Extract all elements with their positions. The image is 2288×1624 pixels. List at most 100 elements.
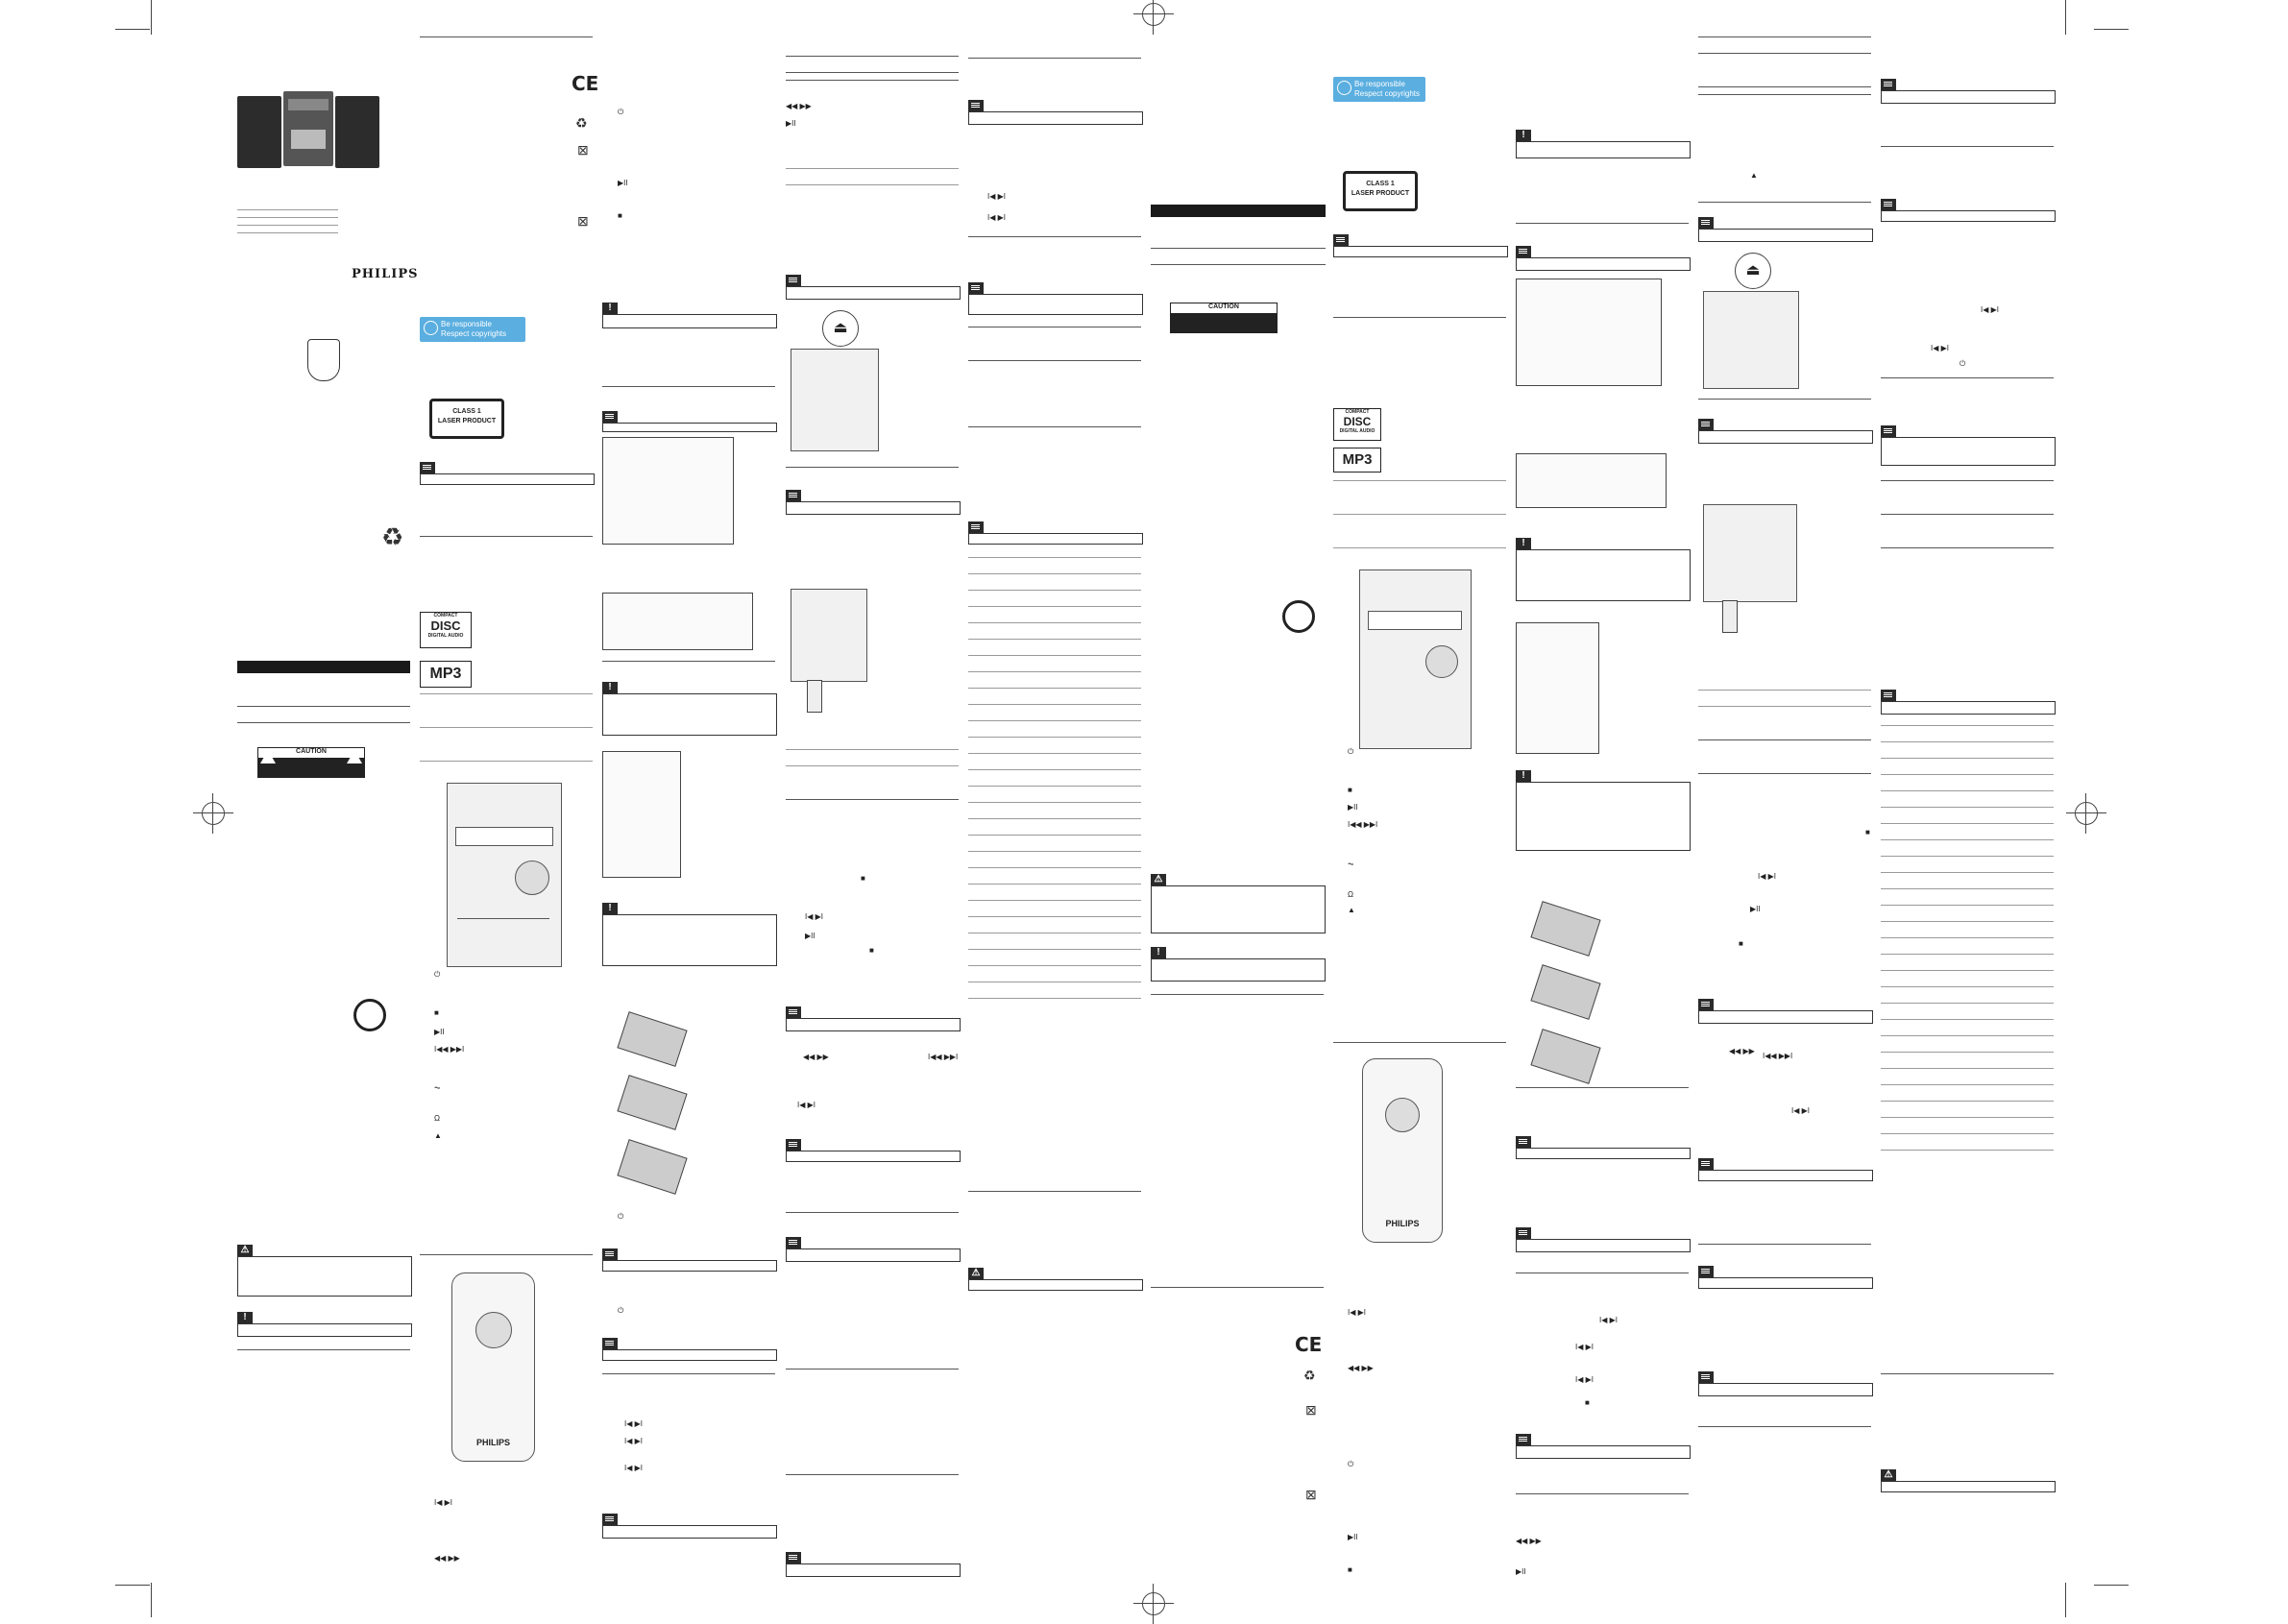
caution-box-p3b <box>602 693 777 736</box>
respect-copyrights-badge: Be responsible Respect copyrights <box>420 317 525 342</box>
caution-triangle-left-icon <box>260 750 276 764</box>
ce-mark-p6: CE <box>1295 1333 1323 1356</box>
play-pause-glyph-p7: ▶II <box>1348 803 1358 812</box>
eject-glyph-p9: ▲ <box>1750 171 1758 180</box>
disc-loading-figure-p9: ⏏ <box>1698 248 1804 392</box>
laser-product-label: CLASS 1 LASER PRODUCT <box>429 399 504 439</box>
headphone-glyph-p7: Ω <box>1348 890 1353 899</box>
note-box-p4e <box>786 1237 961 1262</box>
stop-glyph-p8: ■ <box>1585 1398 1590 1407</box>
disc-logo-top-p7: COMPACT <box>1345 409 1370 415</box>
panel1-rules-a <box>237 706 410 723</box>
recycle-icon: ♻ <box>381 522 404 551</box>
badge-line-1-p7: Be responsible <box>1354 80 1405 88</box>
note-box-p9 <box>1698 217 1873 242</box>
power-glyph-p7b: ⏻ <box>1348 1460 1354 1468</box>
note-box-p10 <box>1881 79 2056 104</box>
section-header-bar <box>237 661 410 673</box>
note-box-p3b <box>602 1248 777 1272</box>
panel2-top-rule <box>420 36 593 37</box>
prev-next-glyph-p7: I◀◀ ▶▶I <box>1348 820 1378 829</box>
play-pause-glyph-p7b: ▶II <box>1348 1533 1358 1541</box>
cover-product-photo <box>237 91 379 170</box>
play-pause-glyph: ▶II <box>434 1028 445 1036</box>
eject-glyph-p7: ▲ <box>1348 906 1355 914</box>
note-box-p4f <box>786 1552 961 1577</box>
note-box-p10b <box>1881 199 2056 222</box>
ce-mark: CE <box>572 72 599 95</box>
usb-connection-figure <box>786 584 867 718</box>
compact-disc-logo-p7: COMPACT DISC DIGITAL AUDIO <box>1333 408 1381 441</box>
power-connection-figure-p8 <box>1516 622 1599 754</box>
rew-ff-glyph-p4b: ◀◀ ▶▶ <box>803 1053 829 1061</box>
philips-shield-logo <box>307 339 340 381</box>
panel10-rule-b <box>1881 377 2054 378</box>
note-box-p9f <box>1698 1371 1873 1396</box>
note-box-p8c <box>1516 1227 1691 1252</box>
prev-next-glyph-p8c: I◀ ▶I <box>1575 1375 1594 1384</box>
prev-next-glyph-p4b: I◀◀ ▶▶I <box>928 1053 959 1061</box>
panel2-rules-b <box>420 693 593 762</box>
stop-glyph-p7: ■ <box>1348 786 1352 794</box>
speaker-connection-figure-p8 <box>1516 279 1662 386</box>
note-box-p5b <box>968 282 1143 315</box>
warning-icon-p5: ⚠ <box>968 1268 984 1279</box>
play-pause-glyph-p8: ▶II <box>1516 1567 1526 1576</box>
crop-mark-br-v <box>2065 1583 2066 1617</box>
caution-icon: ! <box>237 1312 253 1323</box>
panel3-rule-a <box>602 386 775 387</box>
stop-glyph-p4: ■ <box>861 874 865 883</box>
caution-icon-p3c: ! <box>602 903 618 914</box>
panel6-rule-c <box>1151 1287 1324 1288</box>
panel4-rule-e <box>786 1212 959 1213</box>
rew-ff-glyph-p8: ◀◀ ▶▶ <box>1516 1537 1542 1545</box>
warning-box-p10 <box>1881 1481 2056 1492</box>
note-box-p9c <box>1698 999 1873 1024</box>
wire-insertion-figure-p8 <box>1516 453 1667 508</box>
caution-label: CAUTION <box>257 747 365 778</box>
caution-box <box>237 1323 412 1337</box>
warning-icon: ⚠ <box>237 1245 253 1256</box>
panel5-rule-b <box>968 236 1141 237</box>
note-box-p10d <box>1881 690 2056 715</box>
prev-next-glyph-p8: I◀ ▶I <box>1599 1316 1618 1324</box>
laser-label-line-2: LASER PRODUCT <box>437 418 497 424</box>
panel7-rule-a <box>1333 317 1506 318</box>
battery-install-figure-p8 <box>1516 898 1612 1085</box>
panel5-rule-d <box>968 1191 1141 1192</box>
crop-mark-tl-v <box>151 0 152 35</box>
badge-line-2: Respect copyrights <box>441 329 507 338</box>
speaker-connection-figure <box>602 437 734 545</box>
prev-next-glyph-p4: I◀ ▶I <box>805 912 823 921</box>
panel9-rule-c <box>1698 399 1871 400</box>
registration-mark-bottom <box>1133 1584 1174 1624</box>
panel4-rules-b <box>786 168 959 185</box>
stop-glyph: ■ <box>434 1008 439 1017</box>
power-glyph-p3c: ⏻ <box>618 1306 624 1315</box>
caution-label-text: CAUTION <box>257 747 365 759</box>
prev-next-glyph-p9b: I◀◀ ▶▶I <box>1763 1052 1793 1060</box>
recycle-small-icon-p6: ♻ <box>1303 1368 1316 1383</box>
caution-box-p3c <box>602 914 777 966</box>
no-child-warning-icon <box>353 999 386 1031</box>
disc-logo-main: DISC <box>430 618 461 633</box>
note-box-p9d <box>1698 1158 1873 1181</box>
usb-glyph-p7: ⏦ <box>1348 860 1354 868</box>
registration-mark-left <box>193 793 233 834</box>
note-box-p4 <box>786 275 961 300</box>
prev-next-glyph-p4c: I◀ ▶I <box>797 1101 815 1109</box>
wire-insertion-figure <box>602 593 753 650</box>
stop-glyph-p9b: ■ <box>1739 939 1743 948</box>
note-box-p8d <box>1516 1434 1691 1459</box>
panel9-rules-top <box>1698 36 1871 95</box>
badge-line-1: Be responsible <box>441 320 492 328</box>
prev-next-glyph-p8b: I◀ ▶I <box>1575 1343 1594 1351</box>
mp3-logo: MP3 <box>420 661 472 688</box>
rew-ff-glyph: ◀◀ ▶▶ <box>434 1554 460 1563</box>
panel4-rule-c <box>786 467 959 468</box>
warning-icon-p10: ⚠ <box>1881 1469 1896 1481</box>
crop-mark-tr-v <box>2065 0 2066 35</box>
panel10-rule-d <box>1881 1373 2054 1374</box>
panel5-rule-top <box>968 58 1141 59</box>
caution-icon-p3b: ! <box>602 682 618 693</box>
